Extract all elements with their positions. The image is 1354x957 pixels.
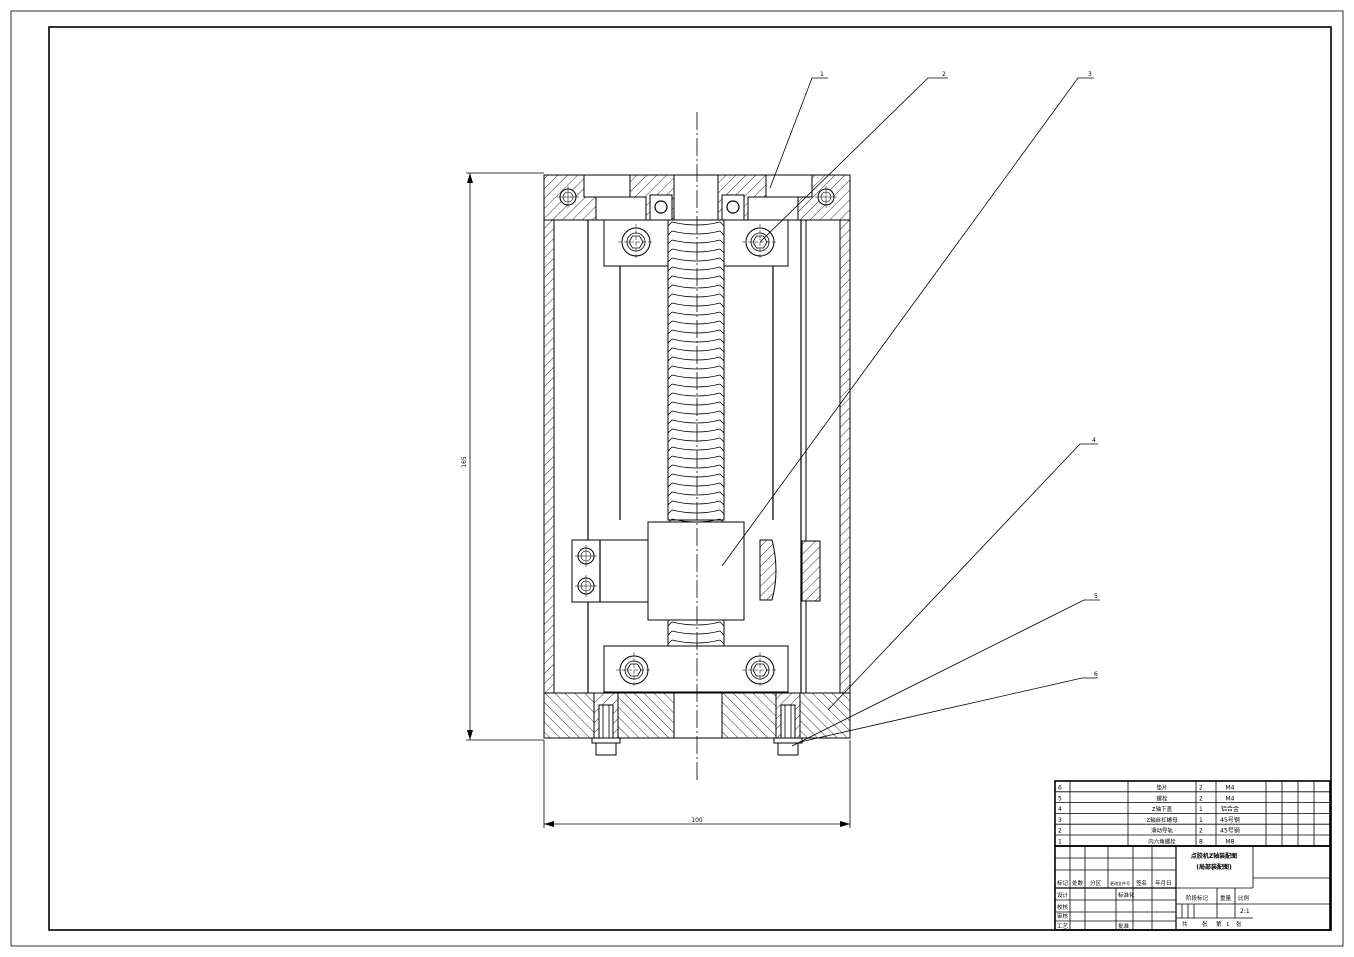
standardization: 标准化 <box>1118 891 1135 899</box>
part-name: 垫片 <box>1156 784 1167 792</box>
part-name: 螺栓 <box>1156 794 1168 802</box>
outer-frame <box>10 10 1344 947</box>
balloon-2: 2 <box>942 71 946 78</box>
drawing-title-2: (局部装配图) <box>1196 863 1232 871</box>
rev-h3: 更改文件号 <box>1110 880 1130 886</box>
part-no: 1 <box>1058 839 1062 846</box>
rev-h4: 签名 <box>1136 879 1147 887</box>
part-qty: 1 <box>1199 806 1203 813</box>
approve: 批准 <box>1118 922 1130 930</box>
role-review: 审核 <box>1057 912 1069 920</box>
leaders: 1 2 3 4 5 6 <box>721 71 1100 747</box>
sheet-total: 共 <box>1182 920 1188 928</box>
part-name: 滑动导轨 <box>1151 827 1174 835</box>
part-material: M4 <box>1226 785 1235 792</box>
part-qty: 2 <box>1199 785 1203 792</box>
drawing-title-1: 点胶机Z轴装配图 <box>1191 852 1237 860</box>
rev-h0: 标记 <box>1057 879 1069 887</box>
weight-label: 重量 <box>1220 894 1232 902</box>
scale-label: 比例 <box>1238 894 1250 902</box>
part-no: 4 <box>1058 806 1062 813</box>
sheet-unit2: 张 <box>1236 920 1242 928</box>
sheet-no: 第 <box>1216 920 1222 928</box>
part-qty: 2 <box>1199 828 1203 835</box>
rev-h1: 处数 <box>1072 879 1084 887</box>
inner-frame <box>48 26 1332 931</box>
role-process: 工艺 <box>1057 923 1069 930</box>
rev-h5: 年月日 <box>1155 879 1172 887</box>
part-material: 铝合金 <box>1221 805 1239 813</box>
assembly-view: 165 100 1 2 3 4 5 6 <box>461 71 1100 828</box>
stage-mark: 阶段标记 <box>1186 894 1209 902</box>
balloon-5: 5 <box>1094 593 1098 600</box>
sheet-unit: 张 <box>1202 920 1208 928</box>
balloon-3: 3 <box>1088 71 1092 78</box>
part-material: 45号钢 <box>1220 816 1240 824</box>
part-qty: 8 <box>1199 839 1203 846</box>
part-material: M4 <box>1226 795 1235 802</box>
dim-width: 100 <box>691 817 703 824</box>
part-name: Z轴下盖 <box>1152 805 1173 813</box>
part-no: 6 <box>1058 785 1062 792</box>
title-block: 点胶机Z轴装配图 (局部装配图) 标记 处数 分区 更改文件号 签名 年月日 设… <box>1054 845 1331 931</box>
part-material: M8 <box>1226 839 1235 846</box>
left-wall <box>543 174 555 694</box>
right-rail <box>805 219 841 694</box>
screw-nut <box>647 521 745 621</box>
left-rail <box>553 219 589 694</box>
part-qty: 1 <box>1199 817 1203 824</box>
part-name: Z轴丝杠螺母 <box>1146 816 1178 824</box>
balloon-6: 6 <box>1094 671 1098 678</box>
part-qty: 2 <box>1199 795 1203 802</box>
balloon-1: 1 <box>820 71 824 78</box>
scale-value: 2:1 <box>1240 908 1250 915</box>
balloon-4: 4 <box>1092 437 1096 444</box>
part-material: 45号钢 <box>1220 827 1240 835</box>
part-no: 3 <box>1058 817 1062 824</box>
right-wall <box>839 174 851 694</box>
lead-screw <box>667 219 725 694</box>
role-design: 设计 <box>1057 891 1069 899</box>
part-name: 内六角螺栓 <box>1148 838 1176 846</box>
role-check: 校核 <box>1057 903 1069 911</box>
rev-h2: 分区 <box>1090 879 1102 887</box>
sheet-of: 1 <box>1226 922 1230 928</box>
part-no: 5 <box>1058 795 1062 802</box>
part-no: 2 <box>1058 828 1062 835</box>
dim-height: 165 <box>461 456 468 468</box>
